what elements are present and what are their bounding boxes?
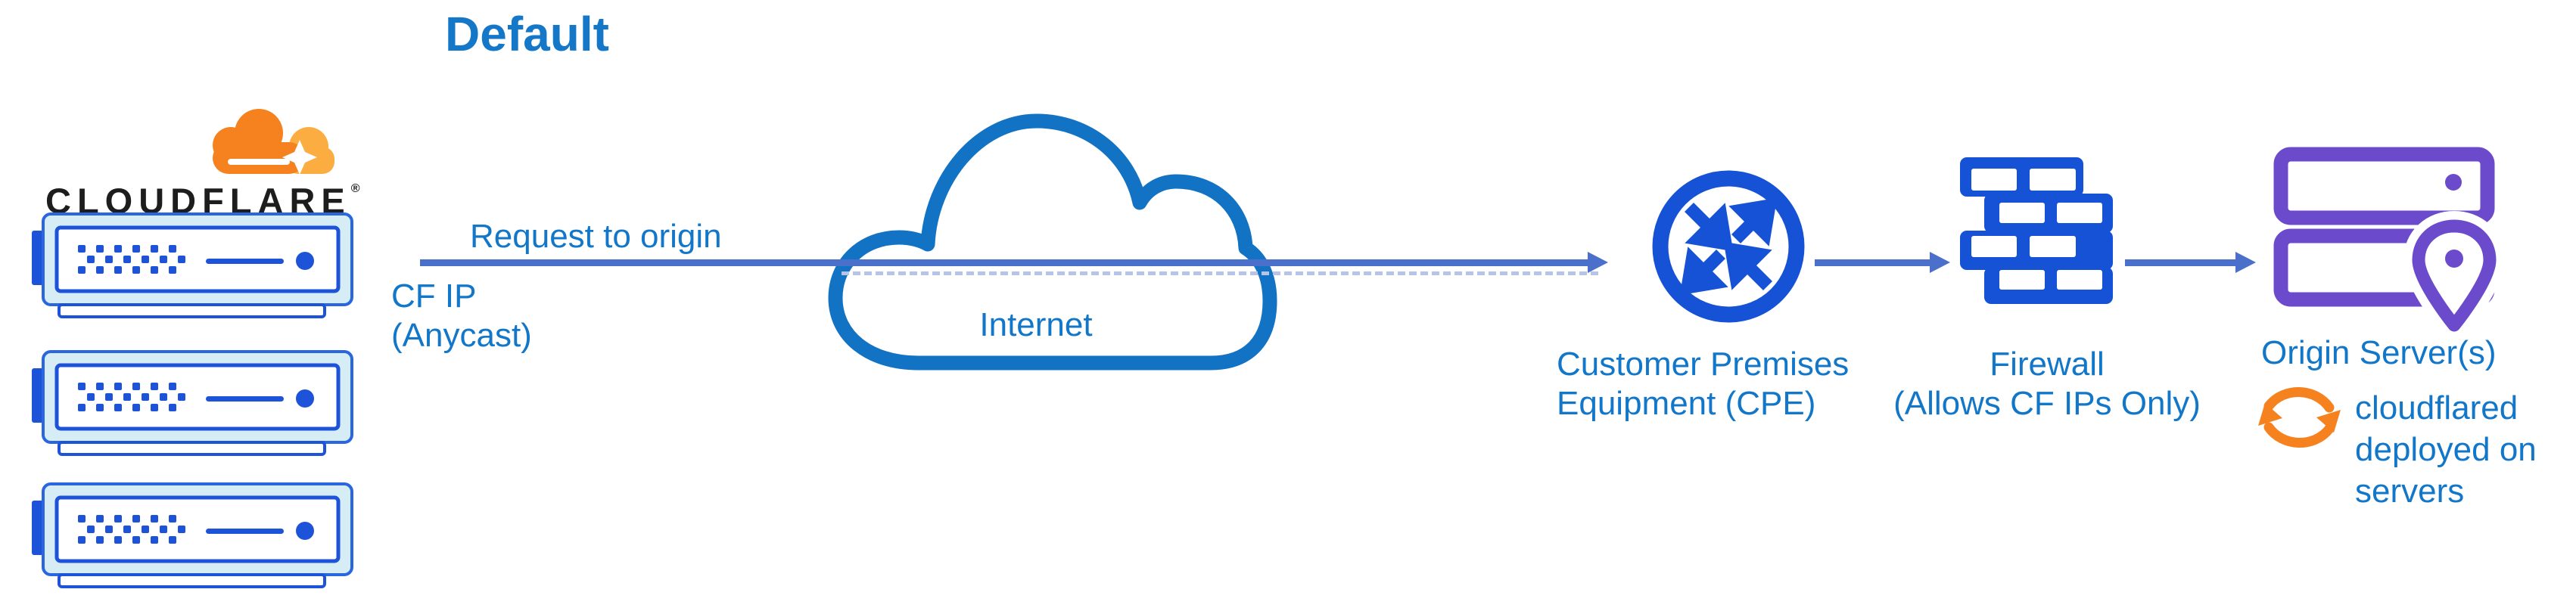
server-rack-icon-3 <box>32 482 353 588</box>
cloudflared-sync-icon <box>2258 387 2341 448</box>
firewall-label-line1: Firewall <box>1990 346 2105 383</box>
cpe-label-line1: Customer Premises <box>1557 346 1850 383</box>
cf-ip-label-line1: CF IP <box>391 278 477 315</box>
server-vent-line <box>206 396 284 402</box>
server-dot-matrix <box>78 383 185 411</box>
server-rack-icon-1 <box>32 212 353 318</box>
cpe-label-line2: Equipment (CPE) <box>1557 385 1816 422</box>
origin-servers-label: Origin Server(s) <box>2261 334 2497 371</box>
server-vent-line <box>206 529 284 534</box>
location-pin-icon <box>2403 211 2501 334</box>
cloudflare-logo-icon <box>213 109 334 175</box>
cf-ip-label-line2: (Anycast) <box>391 317 532 354</box>
origin-servers-icon <box>2273 147 2501 334</box>
cpe-to-firewall-arrow-shaft <box>1815 259 1930 266</box>
firewall-label-line2: (Allows CF IPs Only) <box>1893 385 2201 422</box>
cloudflare-logo-flare <box>228 140 317 175</box>
firewall-to-origin-arrow-head <box>2235 252 2256 273</box>
cpe-to-firewall-arrow-head <box>1930 252 1950 273</box>
firewall-to-origin-arrow-shaft <box>2125 259 2235 266</box>
cpe-label: Customer Premises Equipment (CPE) <box>1557 345 1849 423</box>
cloudflared-note-line2: deployed on <box>2355 431 2537 468</box>
server-led <box>296 522 314 540</box>
page-title: Default <box>445 7 609 61</box>
cf-ip-anycast-label: CF IP (Anycast) <box>391 277 532 355</box>
cloudflare-logo-dark-cloud <box>213 109 305 174</box>
server-vent-line <box>206 259 284 264</box>
firewall-icon <box>1960 157 2113 304</box>
cpe-router-icon <box>1652 170 1805 323</box>
server-dot-matrix <box>78 515 185 544</box>
firewall-label: Firewall (Allows CF IPs Only) <box>1877 345 2217 423</box>
request-arrow-shaft <box>420 259 1589 266</box>
server-led <box>296 252 314 270</box>
server-led <box>296 389 314 408</box>
server-dot-matrix <box>78 245 185 274</box>
return-dashed-line <box>842 271 1598 275</box>
cloudflared-note-line1: cloudflared <box>2355 389 2518 426</box>
cloudflared-note-line3: servers <box>2355 473 2465 510</box>
request-to-origin-label: Request to origin <box>470 218 722 255</box>
server-rack-icon-2 <box>32 350 353 456</box>
registered-mark: ® <box>350 182 360 195</box>
internet-label: Internet <box>979 306 1093 343</box>
request-arrow-head <box>1588 252 1608 273</box>
cloudflared-note: cloudflared deployed on servers <box>2355 387 2537 512</box>
